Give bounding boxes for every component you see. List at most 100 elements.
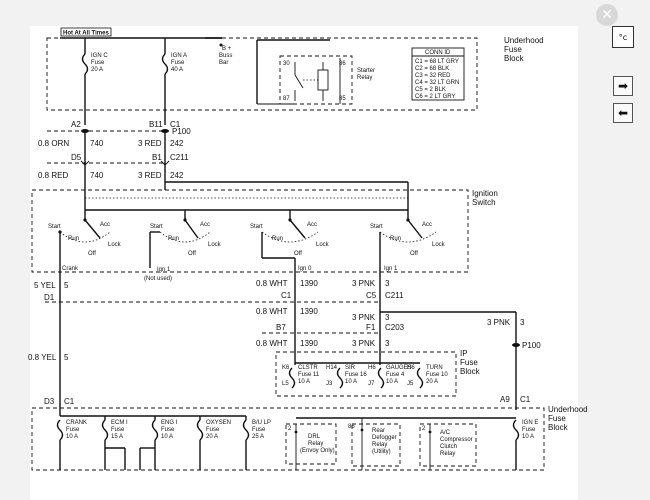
bottom-fuse-5-name: B/U LP [252,420,271,426]
not-used-label: (Not used) [144,276,172,282]
ac-compressor-relay-line3: Clutch [440,444,457,450]
conn-id-row: C2 = 68 BLK [415,66,449,72]
bottom-fuse-3-name: ENG I [161,420,178,426]
rear-defogger-relay-line2: Defogger [372,435,397,441]
ign-c-fuse-symbol [81,53,89,75]
wire-yel08-color: 0.8 YEL [28,353,57,362]
connector-a2: A2 [71,120,81,129]
switch3-off: Off [294,251,302,257]
next-arrow-icon[interactable]: ➡ [613,76,633,96]
ip-fuse-1 [288,367,296,389]
ip-fuse-1-pin-in: K6 [282,365,290,371]
connector-c211: C211 [170,153,189,162]
wire-pnk3-ckt: 3 [520,318,525,327]
ip-fuse-block-label-3: Block [460,367,481,376]
connector-c1-mid: C1 [281,291,292,300]
crank-label: Crank [62,266,79,272]
ip-fuse-2-fuse: Fuse 16 [345,372,367,378]
bottom-fuse-4-amp: 20 A [206,434,218,440]
ignition-switch-label: Ignition [472,189,498,198]
ip-fuse-4 [416,367,424,389]
wire-orn-color: 0.8 ORN [38,139,69,148]
ign-a-fuse-symbol [161,53,169,75]
ign-c-fuse-type: Fuse [91,60,105,66]
ip-fuse-block-label: IP [460,349,468,358]
bottom-fuse-2-name: ECM I [111,420,128,426]
switch3-run: Run [272,236,283,242]
wire-orn-ckt: 740 [90,139,104,148]
wire-red3-ckt: 242 [170,139,184,148]
connector-b1: B1 [152,153,162,162]
ip-fuse-1-amp: 10 A [298,379,310,385]
switch1-lock: Lock [108,242,122,248]
wire-pnk1-ckt: 3 [385,279,390,288]
switch4-start: Start [370,224,383,230]
ip-fuse-4-pin-in: H6 [407,365,415,371]
ac-compressor-relay-pin: 2 [422,426,426,432]
relay-pin-85: 85 [339,96,346,102]
bottom-fuse-3 [139,416,159,470]
b-plus-label: B + [222,46,232,52]
grommet-p100-b [512,343,520,347]
ip-fuse-2 [336,367,344,389]
ign-e-fuse-label: IGN E [522,420,538,426]
starter-relay-label: Starter [357,68,375,74]
ign-a-fuse-label: IGN A [171,53,187,59]
underhood-bottom-label-3: Block [548,423,569,432]
ip-fuse-1-name: CLSTR [298,365,318,371]
underhood-top-label-2: Fuse [504,45,522,54]
ip-fuse-4-fuse: Fuse 10 [426,372,448,378]
bottom-fuse-5 [226,415,250,470]
wire-wht3-color: 0.8 WHT [256,339,288,348]
switch2-run: Run [168,236,179,242]
c211-chevron-b [84,160,90,166]
ip-fuse-2-amp: 10 A [345,379,357,385]
relay-pin-30: 30 [283,61,290,67]
ign-a-fuse-type: Fuse [171,60,185,66]
underhood-fuse-block-bottom-outline [31,407,545,471]
ignition-switch-outline [31,189,469,273]
wire-yel5-ckt: 5 [64,281,69,290]
connector-p100-b: P100 [522,341,541,350]
ign-c-fuse-amp: 20 A [91,67,103,73]
rear-defogger-relay-line4: (Utility) [372,449,391,455]
b-plus-bar: Bar [219,60,228,66]
wire-red3-color: 3 RED [138,139,162,148]
wire-wht3-ckt: 1390 [300,339,318,348]
ip-fuse-3-pin-in: H6 [368,365,376,371]
ac-compressor-relay-line4: Relay [440,451,455,457]
rear-defogger-relay-line1: Rear [372,428,385,434]
wire-pnk4-color: 3 PNK [352,339,376,348]
bottom-fuse-4-fuse: Fuse [206,427,220,433]
prev-arrow-icon[interactable]: ⬅ [613,103,633,123]
switch1-off: Off [88,251,96,257]
bottom-fuse-2-amp: 15 A [111,434,123,440]
connector-c1-bot-r: C1 [520,395,531,404]
bottom-fuse-1-name: CRANK [66,420,87,426]
switch2-start: Start [150,224,163,230]
starter-relay-box [279,55,353,105]
relay-contact-arm [294,74,304,89]
wire-wht2-ckt: 1390 [300,307,318,316]
ip-fuse-3-name: GAUGES [386,365,412,371]
close-icon[interactable]: ✕ [596,4,618,26]
temperature-toggle-button[interactable]: °c [612,26,634,48]
c211-chevron-a [80,160,86,166]
connector-a9: A9 [500,395,510,404]
wire-wht1-ckt: 1390 [300,279,318,288]
connector-c1-bot: C1 [64,397,75,406]
ac-compressor-relay-line1: A/C [440,430,451,436]
switch-section-2 [149,210,211,268]
switch1-start: Start [48,224,61,230]
switch4-acc: Acc [422,222,432,228]
connector-b7: B7 [276,323,286,332]
ip-fuse-4-amp: 20 A [426,379,438,385]
ign-a-fuse-amp: 40 A [171,67,183,73]
starter-relay-label-2: Relay [357,75,372,81]
wire-red3b-color: 3 RED [138,171,162,180]
conn-id-row: C3 = 32 RED [415,73,451,79]
connector-d5: D5 [71,153,82,162]
wire-pnk2-color: 3 PNK [352,313,376,322]
switch2-acc: Acc [200,222,210,228]
wire-yel5-color: 5 YEL [34,281,56,290]
